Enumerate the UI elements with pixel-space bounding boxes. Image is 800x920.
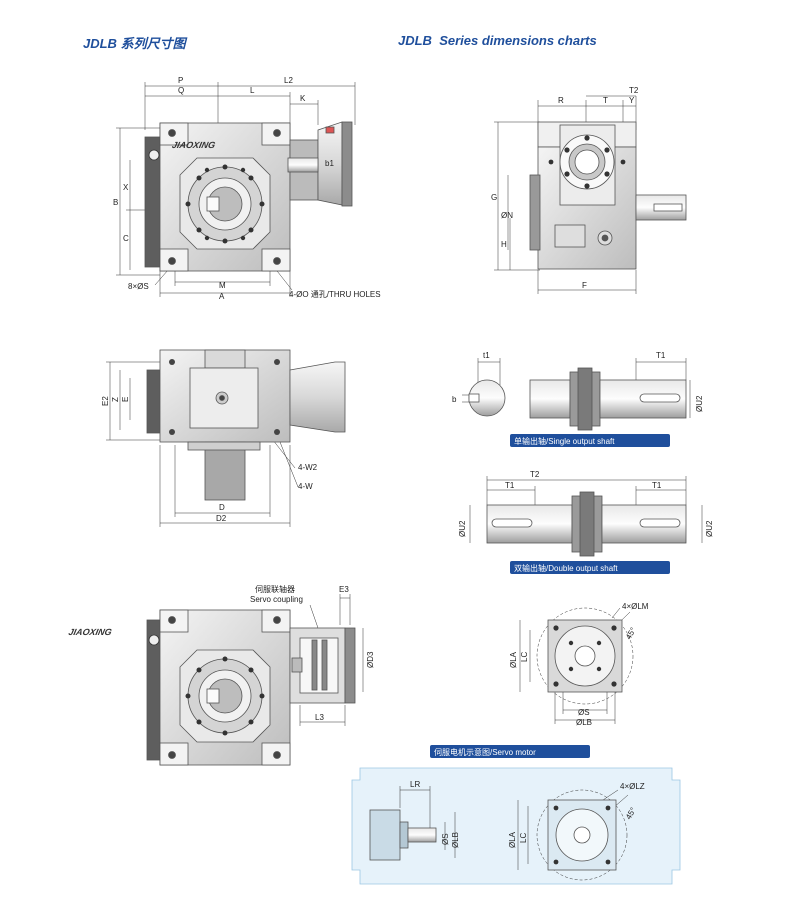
dim-LA: ØLA <box>509 651 518 668</box>
dim-E: E <box>121 397 130 402</box>
dim-X: X <box>123 183 129 192</box>
dim-U2-single: ØU2 <box>695 395 704 412</box>
dim-B: B <box>113 198 118 207</box>
dim-T1-single: T1 <box>656 351 666 360</box>
dim-K: K <box>300 94 306 103</box>
dim-R: R <box>558 96 564 105</box>
dim-t1: t1 <box>483 351 490 360</box>
dim-U2-double-right: ØU2 <box>705 520 714 537</box>
caption-servo-bg <box>430 745 590 758</box>
dim-A: A <box>219 292 225 301</box>
dim-M: M <box>219 281 226 290</box>
dim-holes-O: 4-ØO 通孔/THRU HOLES <box>289 289 381 299</box>
dim-LB-servo: ØLB <box>451 832 460 848</box>
dim-L3: L3 <box>315 713 324 722</box>
title-en: JDLB Series dimensions charts <box>398 33 597 48</box>
label-coupling-en: Servo coupling <box>250 595 303 604</box>
dim-E3: E3 <box>339 585 349 594</box>
caption-single-bg <box>510 434 670 447</box>
caption-double: 双输出轴/Double output shaft <box>514 563 618 573</box>
dim-S-flange: ØS <box>578 708 590 717</box>
coupling-view <box>146 594 364 766</box>
servo-motor-panel <box>351 767 681 885</box>
dim-b: b <box>452 395 457 404</box>
logo-front: JIAOXING <box>171 140 216 150</box>
title-en-series: JDLB <box>398 33 432 48</box>
top-view <box>106 349 346 527</box>
dim-G: G <box>491 193 497 202</box>
dim-E2: E2 <box>101 396 110 406</box>
dim-LM: 4×ØLM <box>622 602 649 611</box>
dim-Q: Q <box>178 86 184 95</box>
flange-view <box>519 607 634 724</box>
dim-Y: Y <box>629 96 635 105</box>
dim-Z: Z <box>111 397 120 402</box>
dim-L: L <box>250 86 255 95</box>
dim-F: F <box>582 281 587 290</box>
dim-b1: b1 <box>325 159 334 168</box>
dim-T1-double-left: T1 <box>505 481 515 490</box>
dim-C: C <box>123 234 129 243</box>
caption-single: 单输出轴/Single output shaft <box>514 436 615 446</box>
title-cn-series: JDLB <box>83 36 117 51</box>
caption-double-bg <box>510 561 670 574</box>
title-en-text: Series dimensions charts <box>439 33 597 48</box>
dim-LC: LC <box>520 652 529 662</box>
dim-P: P <box>178 76 183 85</box>
title-cn: JDLB 系列尺寸图 <box>83 33 186 52</box>
dim-L2: L2 <box>284 76 293 85</box>
dim-N: ØN <box>501 211 513 220</box>
dim-LC-servo: LC <box>519 833 528 843</box>
caption-servo: 伺服电机示意图/Servo motor <box>434 747 536 757</box>
dim-S-servo: ØS <box>441 833 450 845</box>
dim-W: 4-W <box>298 482 313 491</box>
dim-U2-double-left: ØU2 <box>458 520 467 537</box>
dim-D: D <box>219 503 225 512</box>
dim-W2: 4-W2 <box>298 463 318 472</box>
dim-LZ: 4×ØLZ <box>620 782 645 791</box>
single-shaft-view <box>462 358 691 431</box>
side-view <box>494 95 687 294</box>
front-view <box>116 82 356 297</box>
dim-LA-servo: ØLA <box>508 831 517 848</box>
dim-LB-flange: ØLB <box>576 718 592 727</box>
dim-T1-double-right: T1 <box>652 481 662 490</box>
dim-D2: D2 <box>216 514 227 523</box>
label-coupling-cn: 伺服联轴器 <box>255 584 295 594</box>
title-cn-text: 系列尺寸图 <box>120 36 186 51</box>
dim-angle-flange: 45° <box>624 626 638 641</box>
dim-H: H <box>501 240 507 249</box>
dim-T2: T2 <box>629 86 639 95</box>
logo-coupling: JIAOXING <box>68 627 113 637</box>
dim-D3: ØD3 <box>366 651 375 668</box>
dim-LR: LR <box>410 780 420 789</box>
double-shaft-view <box>469 476 703 557</box>
dim-T: T <box>603 96 608 105</box>
dim-T2-double: T2 <box>530 470 540 479</box>
dim-holes-S: 8×ØS <box>128 282 149 291</box>
